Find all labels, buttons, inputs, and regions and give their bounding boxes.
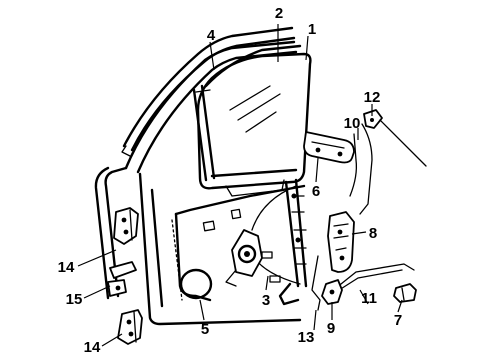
inside-handle [321, 279, 343, 305]
door-latch [327, 211, 355, 273]
lower-hinge [117, 309, 143, 345]
callout-12: 12 [364, 89, 381, 106]
callout-2: 2 [275, 5, 283, 22]
outside-handle [303, 131, 355, 164]
lock-rods [311, 123, 373, 311]
callout-8: 8 [369, 225, 377, 242]
callout-1: 1 [308, 21, 316, 38]
door-check [107, 261, 137, 297]
upper-hinge [113, 207, 139, 245]
leader-lines [77, 24, 403, 347]
door-glass [196, 44, 312, 197]
callout-13: 13 [298, 329, 315, 346]
callout-6: 6 [312, 183, 320, 200]
callouts: 1 2 4 3 5 6 7 8 9 10 11 12 13 14 15 14 [58, 5, 403, 356]
lock-cylinder [363, 109, 427, 167]
callout-14-lower: 14 [84, 339, 101, 356]
callout-11: 11 [361, 290, 377, 307]
run-channel [121, 26, 296, 182]
window-regulator [225, 178, 308, 306]
callout-14-upper: 14 [58, 259, 75, 276]
callout-9: 9 [327, 320, 335, 337]
callout-10: 10 [344, 115, 361, 132]
callout-7: 7 [394, 312, 402, 329]
callout-5: 5 [201, 321, 209, 338]
callout-3: 3 [262, 292, 270, 309]
rod-clip [393, 283, 417, 303]
callout-4: 4 [207, 27, 216, 44]
callout-15: 15 [66, 291, 83, 308]
